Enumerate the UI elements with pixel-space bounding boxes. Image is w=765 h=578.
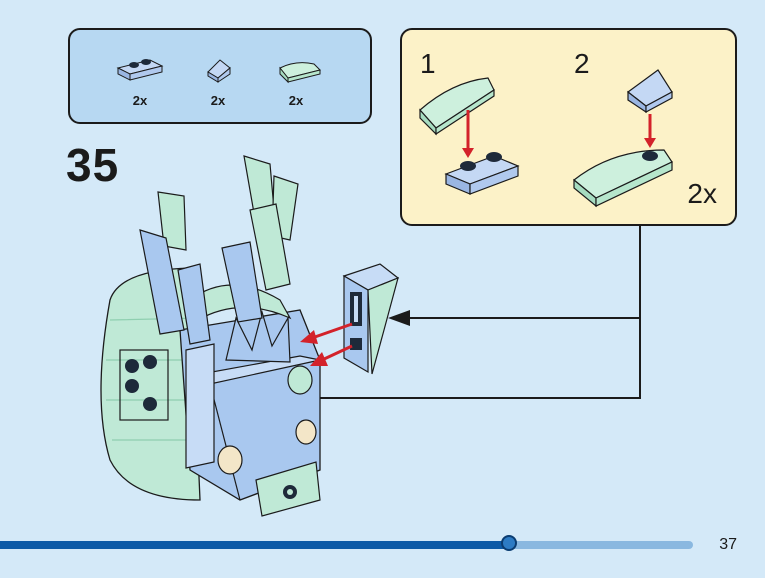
ear-piece — [342, 263, 400, 375]
part-qty: 2x — [210, 93, 226, 108]
sub-step-1-number: 1 — [420, 48, 436, 79]
progress-bar — [0, 535, 693, 551]
curved-slope-icon — [279, 62, 321, 84]
subassembly-box: 1 2 2 — [400, 28, 737, 226]
progress-fill — [0, 541, 510, 549]
plate-piece — [444, 152, 520, 195]
slope-piece — [627, 69, 673, 114]
callout-line — [400, 226, 641, 319]
antler-left — [139, 191, 211, 345]
part-slope-1x1: 2x — [188, 52, 248, 108]
red-arrow — [311, 322, 353, 340]
subassembly-multiplier: 2x — [687, 178, 717, 209]
plate-1x2-icon — [116, 59, 164, 81]
part-qty: 2x — [288, 93, 304, 108]
red-arrowhead — [300, 330, 318, 344]
slope-1x1-icon — [207, 59, 231, 83]
red-arrowhead — [462, 148, 474, 158]
red-arrowhead — [644, 138, 656, 148]
part-qty: 2x — [132, 93, 148, 108]
curved-slope-piece — [419, 77, 495, 136]
part-curved-slope-1x2: 2x — [266, 52, 326, 108]
step-number: 35 — [66, 139, 120, 191]
red-arrow — [321, 344, 353, 362]
red-arrowhead — [310, 352, 328, 366]
sub-step-2-number: 2 — [574, 48, 590, 79]
callout-arrowhead — [388, 310, 410, 326]
antler-right — [221, 155, 299, 323]
subassembly-illustration — [419, 69, 673, 208]
parts-list-box: 2x 2x 2x — [68, 28, 372, 124]
progress-knob — [501, 535, 518, 551]
callout-line — [210, 318, 641, 399]
part-plate-1x2: 2x — [110, 52, 170, 108]
page-number: 37 — [719, 536, 737, 553]
dragon-head-model — [100, 155, 321, 517]
curved-slope-assembly — [573, 149, 673, 208]
